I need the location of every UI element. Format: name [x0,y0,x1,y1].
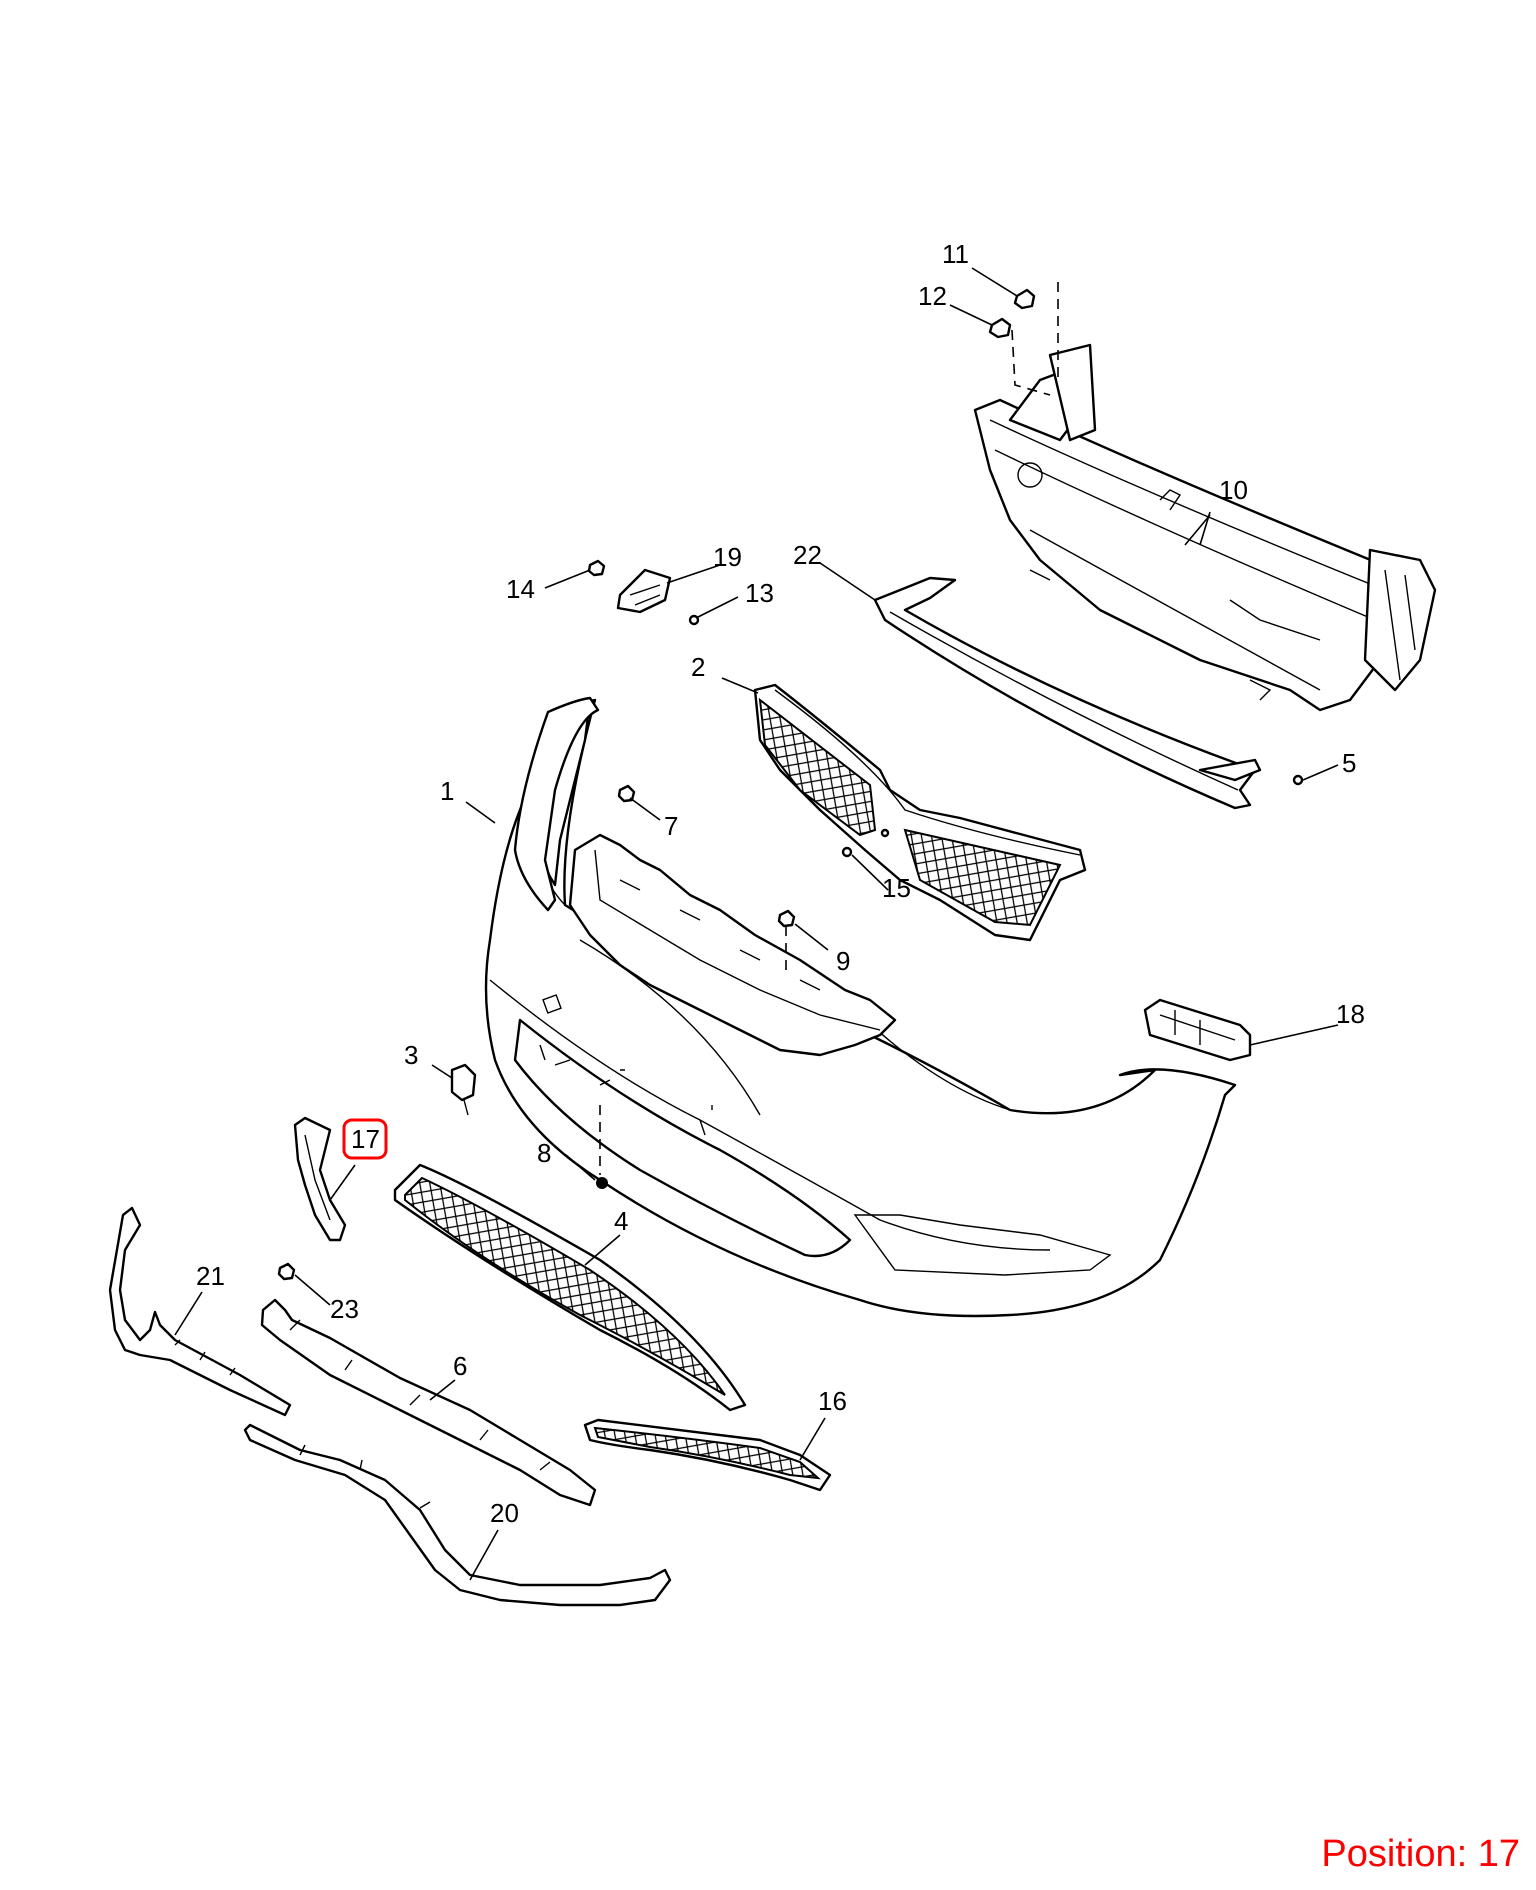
callout-9: 9 [836,946,850,976]
part-23-clip [277,1262,296,1281]
callout-11: 11 [942,239,969,269]
position-indicator: Position: 17 [1321,1833,1520,1876]
part-14-nut [587,559,606,577]
callout-15: 15 [882,873,911,903]
callout-12: 12 [918,281,947,311]
part-6-lower-molding [260,1298,597,1507]
part-10-bumper-beam [973,343,1437,712]
callout-6: 6 [453,1351,467,1381]
callout-10: 10 [1219,475,1248,505]
center-support-bracket [568,833,897,1057]
callout-labels: 11 12 10 19 14 13 22 2 1 7 5 15 9 18 3 8… [196,239,1365,1528]
part-8-plug [596,1105,608,1189]
position-value: 17 [1477,1833,1520,1875]
callout-5: 5 [1342,748,1356,778]
callout-4: 4 [614,1206,628,1236]
callout-20: 20 [490,1498,519,1528]
part-12-nut [988,317,1012,339]
part-9-clip [777,909,796,970]
part-20-lower-lip [243,1423,672,1607]
part-11-nut [1013,288,1036,310]
callout-3: 3 [404,1040,418,1070]
part-3-bracket [450,1063,477,1116]
part-17-side-trim [293,1116,347,1242]
callout-22: 22 [793,540,822,570]
callout-19: 19 [713,542,742,572]
part-15-screw [841,828,890,858]
part-21-lower-trim [108,1206,292,1417]
callout-21: 21 [196,1261,225,1291]
callout-23: 23 [330,1294,359,1324]
part-4-lower-grille [393,1163,747,1412]
part-22-energy-absorber [873,576,1262,810]
highlight-box-callout-17 [342,1118,388,1160]
callout-13: 13 [745,578,774,608]
part-2-upper-grille [753,683,1087,942]
callout-16: 16 [818,1386,847,1416]
callout-14: 14 [506,574,535,604]
part-1-upper-frame [513,696,600,912]
callout-18: 18 [1336,999,1365,1029]
callout-1: 1 [440,776,454,806]
leader-lines [174,267,1339,1581]
part-18-reflector-bracket [1143,998,1252,1062]
fastener-dashed-lines [1011,282,1059,396]
part-5-screw [1292,774,1304,786]
part-16-grille-insert [583,1418,832,1492]
callout-2: 2 [691,652,705,682]
callout-8: 8 [537,1138,551,1168]
part-19-bracket [616,568,672,614]
position-prefix: Position: [1321,1833,1468,1875]
callout-17: 17 [351,1124,380,1154]
callout-7: 7 [664,811,678,841]
